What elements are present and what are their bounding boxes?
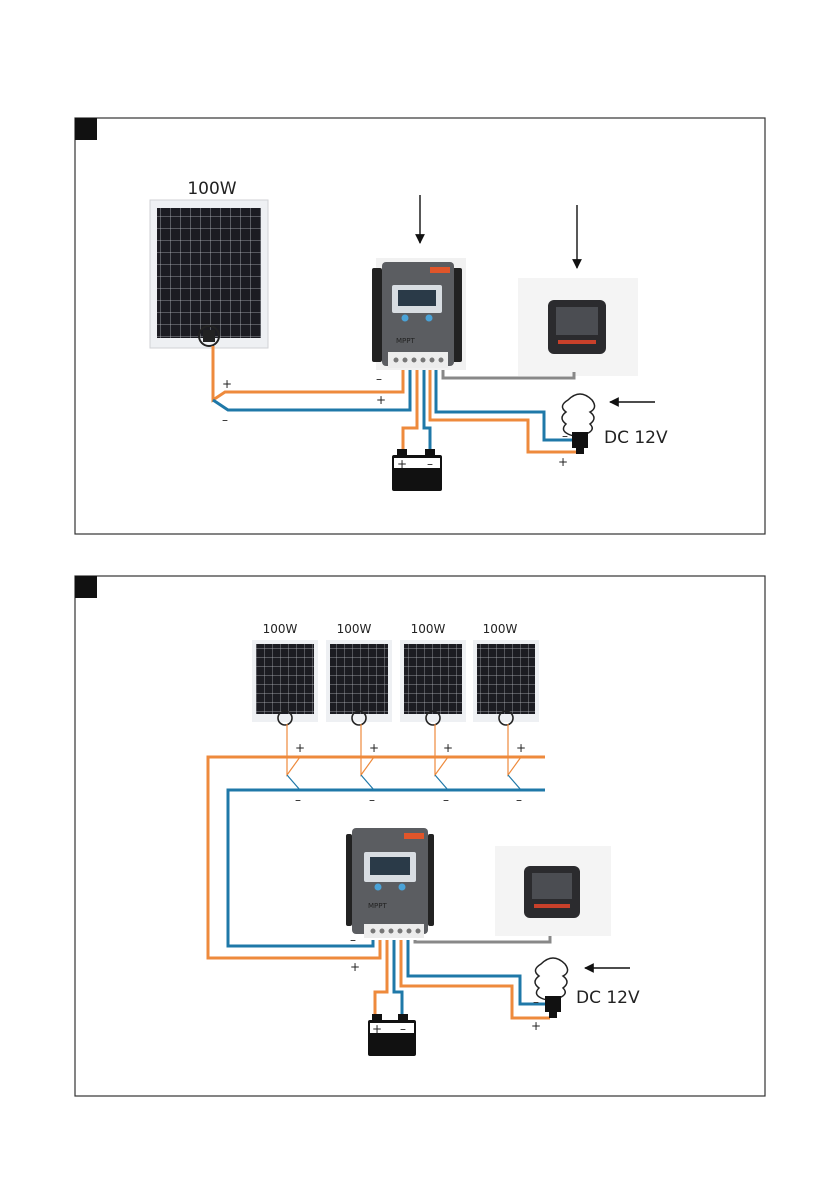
solar-panel-icon <box>326 640 392 725</box>
figure-1-marker <box>75 118 97 140</box>
panel-wattage: 100W <box>337 622 372 636</box>
figure-2-marker <box>75 576 97 598</box>
panel-minus: – <box>516 793 522 807</box>
remote-meter-icon <box>518 278 638 376</box>
load-label: DC 12V <box>604 428 668 448</box>
panel-wattage: 100W <box>411 622 446 636</box>
panel-minus: – <box>222 413 228 427</box>
controller-minus: – <box>376 372 382 386</box>
solar-panel-icon <box>473 640 539 725</box>
remote-meter-icon <box>495 846 611 936</box>
panel-plus: + <box>295 741 305 755</box>
panel-plus: + <box>369 741 379 755</box>
panel-plus: + <box>443 741 453 755</box>
panel-plus: + <box>516 741 526 755</box>
controller-brand-text: MPPT <box>396 337 415 345</box>
battery-minus: – <box>400 1022 406 1036</box>
battery-plus: + <box>372 1022 382 1036</box>
panel-plus: + <box>222 377 232 391</box>
battery-plus: + <box>397 457 407 471</box>
panel-wattage: 100W <box>263 622 298 636</box>
load-plus: + <box>531 1019 541 1033</box>
panel-wattage: 100W <box>483 622 518 636</box>
solar-panel-icon <box>400 640 466 725</box>
figure-2: 100W 100W 100W 100W <box>75 576 765 1096</box>
load-minus: – <box>533 995 539 1009</box>
load-label: DC 12V <box>576 988 640 1008</box>
panel-minus: – <box>295 793 301 807</box>
panel-minus: – <box>443 793 449 807</box>
charge-controller-icon: MPPT <box>372 258 466 370</box>
solar-panel-icon <box>150 200 268 348</box>
bulb-icon <box>562 394 595 454</box>
panel-minus: – <box>369 793 375 807</box>
figure-1: 100W MPPT <box>75 118 765 534</box>
controller-minus: – <box>350 933 356 947</box>
solar-panel-icon <box>252 640 318 725</box>
bulb-icon <box>535 958 568 1018</box>
load-plus: + <box>558 455 568 469</box>
controller-plus: + <box>350 960 360 974</box>
panel-wattage: 100W <box>187 179 236 199</box>
charge-controller-icon: MPPT <box>346 828 434 938</box>
controller-plus: + <box>376 393 386 407</box>
battery-minus: – <box>427 457 433 471</box>
load-minus: – <box>562 429 568 443</box>
controller-brand-text: MPPT <box>368 902 387 910</box>
